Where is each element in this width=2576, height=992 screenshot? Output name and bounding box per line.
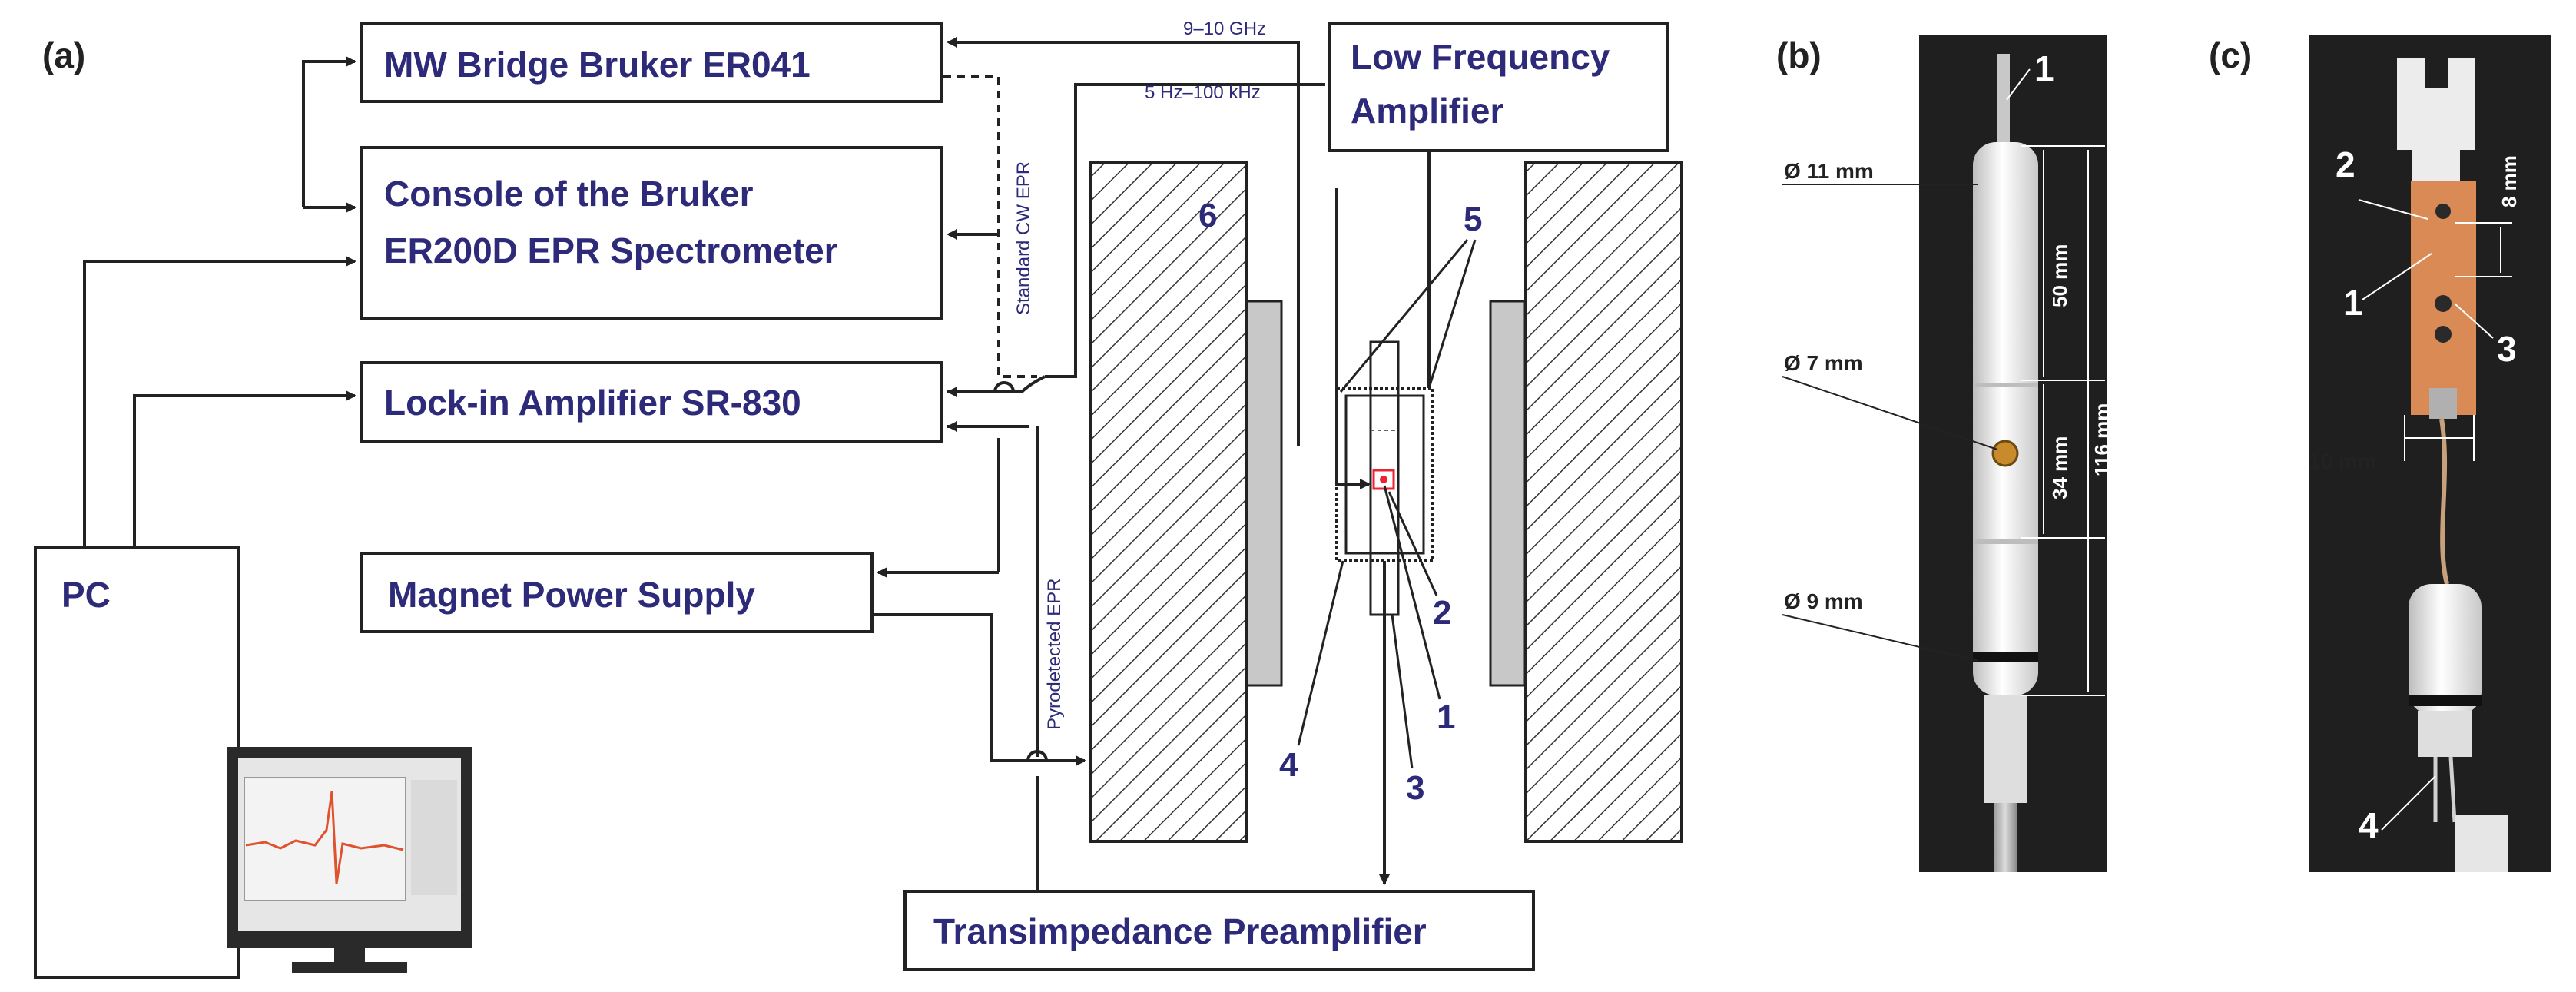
panel-label-a: (a) [42, 35, 85, 75]
sample-holder [1973, 142, 2038, 695]
console-box: Console of the Bruker ER200D EPR Spectro… [360, 146, 943, 320]
label-pyro: Pyrodetected EPR [1044, 579, 1065, 730]
panel-label-c: (c) [2209, 35, 2252, 75]
label-standard-cw: Standard CW EPR [1013, 161, 1034, 315]
connection-wires [83, 37, 1431, 891]
label-freq-mw: 9–10 GHz [1183, 18, 1266, 39]
photo-b: 1 50 mm 34 mm 116 mm [1919, 35, 2114, 872]
magnet-power-label: Magnet Power Supply [388, 575, 755, 615]
diagram-num-6: 6 [1198, 197, 1217, 234]
resonator [1335, 340, 1434, 616]
dim-d7: Ø 7 mm [1784, 351, 1863, 375]
dim-116mm: 116 mm [2090, 403, 2114, 476]
panel-label-b: (b) [1776, 35, 1822, 75]
dim-50mm: 50 mm [2048, 244, 2071, 307]
photo-b-label-1: 1 [2034, 48, 2054, 88]
label-freq-lf: 5 Hz–100 kHz [1145, 82, 1261, 103]
cable [1994, 799, 2017, 872]
mw-bridge-label: MW Bridge Bruker ER041 [384, 45, 811, 85]
diagram-num-5: 5 [1464, 201, 1482, 238]
sample-window [1991, 440, 2019, 467]
console-label-line1: Console of the Bruker [384, 174, 754, 214]
photo-c-label-1: 1 [2343, 283, 2363, 323]
diagram-num-4: 4 [1279, 746, 1298, 784]
monitor-icon [227, 747, 472, 973]
dim-10mm: 10 mm [2309, 450, 2377, 473]
magnet-power-box: Magnet Power Supply [360, 552, 874, 633]
dim-8mm: 8 mm [2498, 155, 2521, 207]
dim-d9: Ø 9 mm [1784, 589, 1863, 613]
lockin-label: Lock-in Amplifier SR-830 [384, 383, 801, 423]
pole-piece-right [1489, 300, 1527, 687]
lf-amplifier-box: Low Frequency Amplifier [1328, 22, 1669, 152]
dim-34mm: 34 mm [2048, 436, 2071, 499]
preamplifier-box: Transimpedance Preamplifier [903, 890, 1535, 971]
magnet-pole-left [1089, 161, 1248, 843]
magnet-pole-right [1524, 161, 1683, 843]
dim-d11: Ø 11 mm [1784, 159, 1874, 183]
diagram-num-2: 2 [1433, 594, 1451, 632]
pc-label: PC [61, 575, 111, 615]
photo-c: 2 1 3 4 8 mm [2309, 35, 2551, 872]
diagram-num-3: 3 [1406, 769, 1424, 807]
lf-amplifier-label-line1: Low Frequency [1351, 37, 1610, 77]
pole-piece-left [1245, 300, 1283, 687]
preamplifier-label: Transimpedance Preamplifier [933, 911, 1427, 951]
pc-box: PC [34, 546, 240, 979]
lockin-box: Lock-in Amplifier SR-830 [360, 361, 943, 443]
console-label-line2: ER200D EPR Spectrometer [384, 231, 838, 270]
lf-amplifier-label-line2: Amplifier [1351, 91, 1503, 131]
diagram-num-1: 1 [1437, 698, 1455, 736]
photo-c-label-4: 4 [2359, 805, 2379, 845]
photo-c-label-2: 2 [2336, 144, 2356, 184]
photo-c-label-3: 3 [2497, 329, 2517, 369]
mw-bridge-box: MW Bridge Bruker ER041 [360, 22, 943, 103]
magnet [1089, 161, 1683, 843]
